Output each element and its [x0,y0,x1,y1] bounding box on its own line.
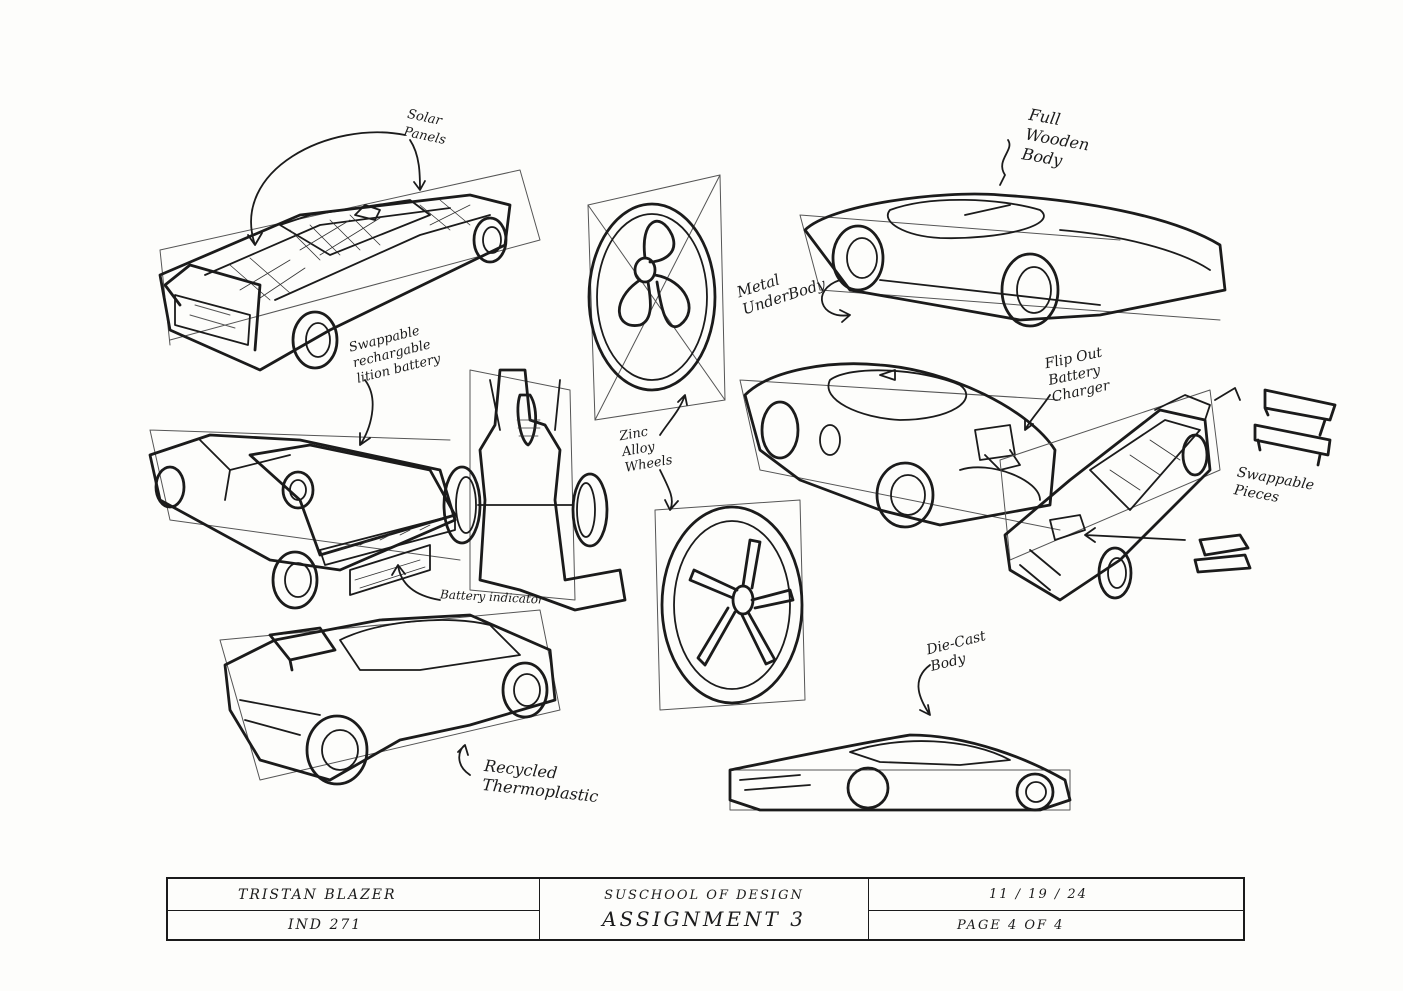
swappable-pieces-car-sketch [999,387,1337,602]
assignment-cell: SUSCHOOL OF DESIGN ASSIGNMENT 3 [540,879,869,939]
fan-wheel-sketch [587,174,726,421]
title-block: TRISTAN BLAZER IND 271 SUSCHOOL OF DESIG… [166,877,1245,941]
course-code: IND 271 [168,911,540,939]
page-number: PAGE 4 OF 4 [957,917,1065,933]
star-wheel-sketch [654,499,806,711]
battery-truck-sketch [148,429,461,610]
annotation-zinc-alloy-wheels: Zinc Alloy Wheels [618,424,674,476]
designer-name: TRISTAN BLAZER [168,879,540,911]
assignment-title: ASSIGNMENT 3 [602,906,806,931]
die-cast-car-sketch [728,733,1072,812]
solar-panel-car-sketch [158,169,541,372]
thermoplastic-car-sketch [219,609,561,786]
wooden-body-car-sketch [799,139,1227,328]
chassis-topview-sketch [442,368,627,612]
flip-charger-car-sketch [739,362,1061,531]
annotation-full-wooden-body: Full Wooden Body [1020,104,1091,171]
sheet-date: 11 / 19 / 24 [869,879,1243,911]
annotation-leaders [247,131,1186,776]
school-name: SUSCHOOL OF DESIGN [604,887,804,903]
